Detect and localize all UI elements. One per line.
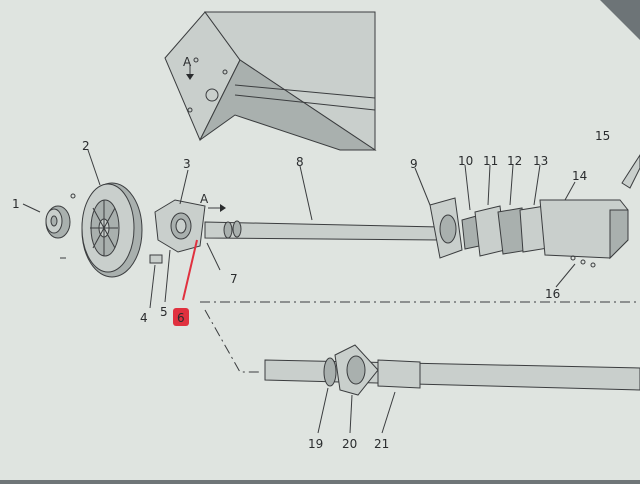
coupling-stack [461,205,549,257]
callout-20: 20 [342,437,357,451]
callout-7: 7 [230,272,238,286]
callout-19: 19 [308,437,323,451]
callout-2: 2 [82,139,90,153]
callout-14: 14 [572,169,587,183]
center-line-lower [204,309,262,373]
collar [45,193,76,259]
pulley [81,182,143,278]
callout-16: 16 [545,287,560,301]
callout-10: 10 [458,154,473,168]
callout-11: 11 [483,154,498,168]
callout-13: 13 [533,154,548,168]
callout-4: 4 [140,311,148,325]
callout-6-highlight [173,308,189,326]
rod [621,154,640,189]
callout-5: 5 [160,305,168,319]
lower-shaft [264,344,640,396]
flange-bearing [429,197,463,259]
leader-lines [22,149,576,434]
callout-3: 3 [183,157,191,171]
callout-1: 1 [12,197,20,211]
callout-15: 15 [595,129,610,143]
callout-8: 8 [296,155,304,169]
callout-12: 12 [507,154,522,168]
view-label-top: A [183,55,192,69]
gearbox [539,199,629,268]
bearing-block [149,199,206,264]
highlight-leader [182,239,198,301]
callout-21: 21 [374,437,389,451]
callout-9: 9 [410,157,418,171]
view-label-mid: A [200,192,209,206]
callout-6: 6 [177,311,185,325]
housing-assembly [164,11,377,151]
